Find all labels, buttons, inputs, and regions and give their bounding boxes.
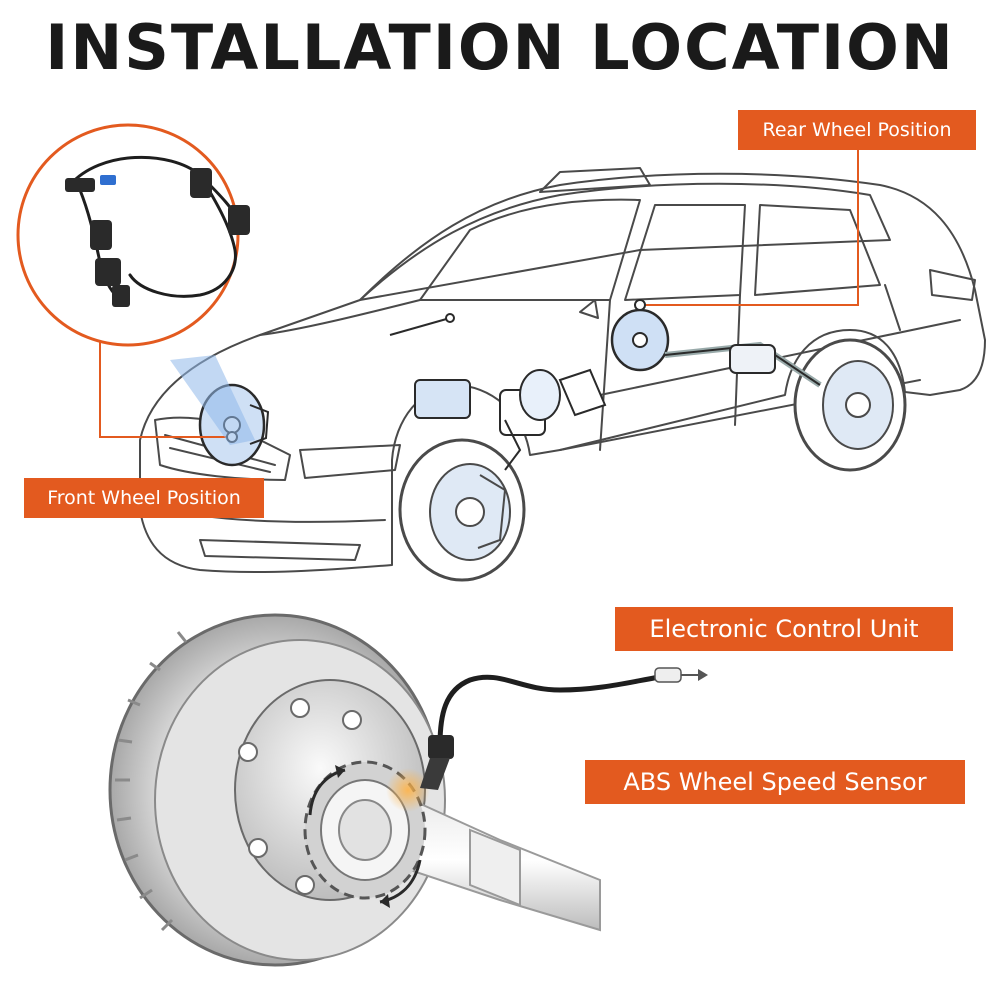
rear-wheel-position-label: Rear Wheel Position bbox=[738, 110, 976, 150]
front-wheel-position-label: Front Wheel Position bbox=[24, 478, 264, 518]
rear-wheel bbox=[793, 338, 907, 472]
abs-sensor-illustration bbox=[386, 667, 708, 812]
sensor-harness-inset bbox=[16, 123, 255, 445]
ecu-label: Electronic Control Unit bbox=[615, 607, 953, 651]
brake-system-components bbox=[389, 313, 822, 471]
callout-lines bbox=[99, 150, 859, 438]
rear-hub-far bbox=[610, 308, 670, 372]
rear-sensor-point bbox=[634, 299, 646, 311]
brake-disc-illustration bbox=[108, 613, 601, 967]
abs-sensor-label: ABS Wheel Speed Sensor bbox=[585, 760, 965, 804]
page-title: INSTALLATION LOCATION bbox=[45, 11, 955, 84]
front-wheel-near bbox=[398, 438, 526, 582]
